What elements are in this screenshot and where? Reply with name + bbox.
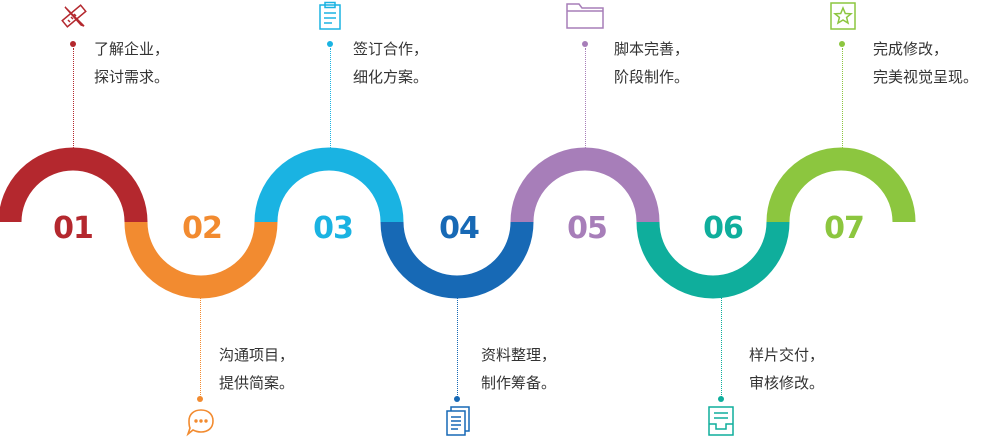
- wave-segment-03: [254, 147, 404, 223]
- connector-dot-02: [197, 396, 203, 402]
- step-line: 审核修改。: [749, 374, 825, 392]
- pencil-ruler-icon: [61, 4, 87, 28]
- step-number-03: 03: [313, 211, 354, 246]
- step-line: 探讨需求。: [94, 68, 170, 86]
- step-line: 制作筹备。: [481, 374, 557, 392]
- inbox-tray-icon: [708, 406, 734, 436]
- star-frame-icon: [830, 2, 856, 30]
- wave-segment-01: [0, 147, 148, 223]
- step-line: 资料整理，: [481, 346, 557, 364]
- step-line: 沟通项目，: [219, 346, 295, 364]
- connector-line-06: [721, 297, 722, 397]
- connector-dot-01: [70, 41, 76, 47]
- step-line: 脚本完善，: [614, 40, 690, 58]
- chat-dot: [204, 419, 208, 423]
- step-line: 阶段制作。: [614, 68, 690, 86]
- step-number-05: 05: [567, 211, 608, 246]
- clipboard-icon: [319, 1, 341, 30]
- step-line: 样片交付，: [749, 346, 825, 364]
- step-text-01: 了解企业， 探讨需求。: [94, 35, 169, 91]
- step-text-02: 沟通项目， 提供简案。: [219, 341, 294, 397]
- wave-segment-07: [766, 147, 916, 223]
- wave-segment-06: [636, 221, 790, 299]
- step-number-07: 07: [824, 211, 865, 246]
- step-number-06: 06: [703, 211, 744, 246]
- connector-dot-07: [839, 41, 845, 47]
- step-line: 了解企业，: [94, 40, 170, 58]
- connector-dot-06: [718, 396, 724, 402]
- connector-dot-05: [582, 41, 588, 47]
- step-line: 签订合作，: [353, 40, 429, 58]
- step-line: 完成修改，: [873, 40, 949, 58]
- documents-icon: [446, 406, 470, 436]
- connector-line-07: [842, 48, 843, 152]
- step-number-04: 04: [439, 211, 480, 246]
- step-text-06: 样片交付， 审核修改。: [749, 341, 824, 397]
- step-text-04: 资料整理， 制作筹备。: [481, 341, 556, 397]
- connector-line-03: [330, 48, 331, 152]
- step-number-02: 02: [182, 211, 223, 246]
- connector-dot-03: [327, 41, 333, 47]
- connector-dot-04: [454, 396, 460, 402]
- connector-line-04: [457, 297, 458, 397]
- wave-segment-04: [380, 221, 534, 299]
- step-line: 细化方案。: [353, 68, 429, 86]
- folder-icon: [566, 3, 604, 29]
- step-text-05: 脚本完善， 阶段制作。: [614, 35, 689, 91]
- chat-dot: [199, 419, 203, 423]
- chat-bubble-icon: [186, 409, 214, 437]
- step-text-03: 签订合作， 细化方案。: [353, 35, 428, 91]
- step-number-01: 01: [53, 211, 94, 246]
- connector-line-01: [73, 48, 74, 152]
- wave-segment-02: [124, 221, 278, 299]
- chat-dot: [194, 419, 198, 423]
- connector-line-05: [585, 48, 586, 152]
- connector-line-02: [200, 297, 201, 397]
- step-text-07: 完成修改， 完美视觉呈现。: [873, 35, 978, 91]
- wave-segment-05: [510, 147, 660, 223]
- step-line: 提供简案。: [219, 374, 295, 392]
- step-line: 完美视觉呈现。: [873, 68, 979, 86]
